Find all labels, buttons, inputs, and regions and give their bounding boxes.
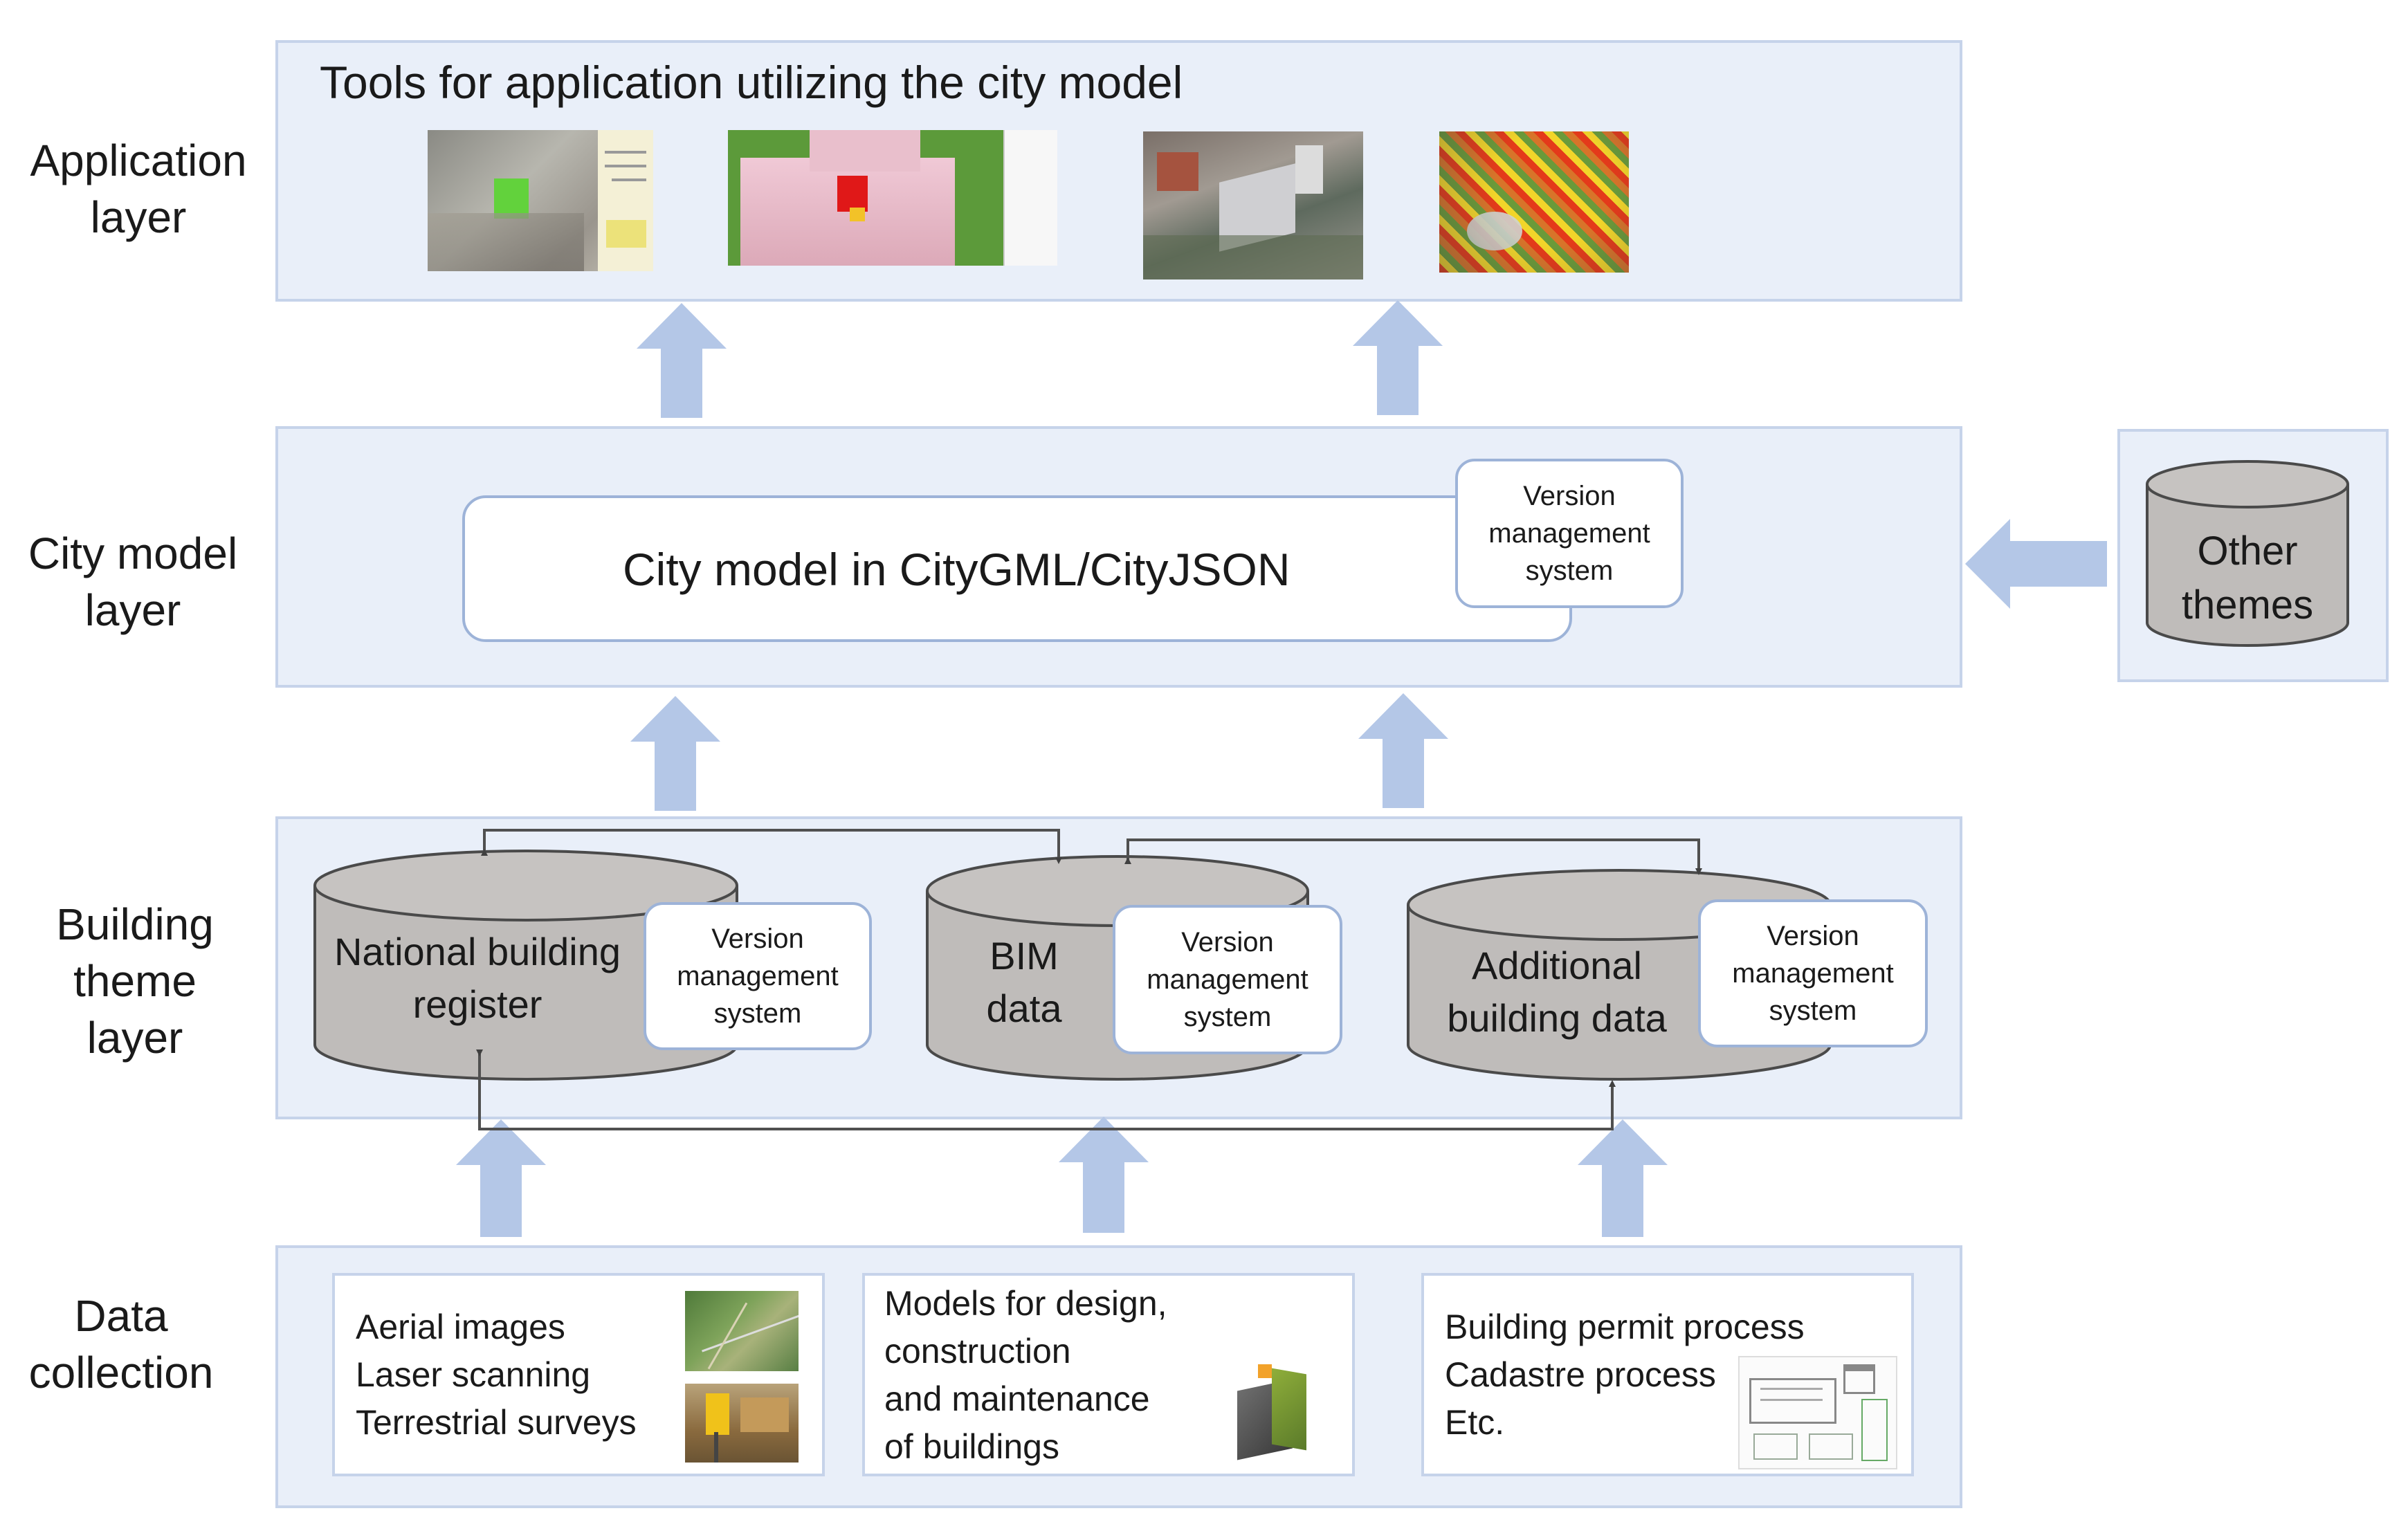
application-title: Tools for application utilizing the city…: [320, 57, 1183, 108]
models-source-box: Models for design, construction and main…: [862, 1273, 1355, 1476]
permits-source-text: Building permit process Cadastre process…: [1445, 1308, 1805, 1442]
aerial-source-box: Aerial images Laser scanning Terrestrial…: [332, 1273, 825, 1476]
app-screenshot-3: [1143, 131, 1363, 279]
national-register-version-management: Version management system: [644, 902, 872, 1050]
other-themes-label: Other themes: [2181, 529, 2314, 628]
city-model-version-management: Version management system: [1455, 459, 1684, 608]
permit-drawing: [1738, 1356, 1897, 1469]
up-arrow: [1578, 1119, 1668, 1237]
additional-data-version-management: Version management system: [1698, 899, 1928, 1047]
permits-source-box: Building permit process Cadastre process…: [1421, 1273, 1914, 1476]
city-model-label: City model in CityGML/CityJSON: [623, 544, 1290, 595]
bim-model-image: [1216, 1357, 1324, 1468]
models-source-text: Models for design, construction and main…: [884, 1284, 1167, 1466]
aerial-source-text: Aerial images Laser scanning Terrestrial…: [356, 1308, 637, 1442]
city-model-box: [462, 495, 1572, 642]
app-screenshot-4: [1439, 131, 1629, 273]
up-arrows: [456, 300, 1668, 1237]
data-collection-layer-label: Data collection: [28, 1291, 214, 1397]
up-arrow: [1353, 300, 1443, 415]
app-screenshot-1: [428, 130, 653, 271]
up-arrow: [630, 696, 720, 811]
bim-data-label: BIM data: [986, 934, 1062, 1030]
up-arrow: [637, 303, 727, 418]
building-theme-layer-label: Building theme layer: [56, 899, 214, 1063]
application-layer-label: Application layer: [30, 136, 247, 242]
city-model-layer-label: City model layer: [28, 529, 238, 635]
bim-version-management: Version management system: [1113, 905, 1342, 1054]
national-building-register-label: National building register: [334, 930, 621, 1026]
aerial-photo: [685, 1291, 799, 1371]
app-screenshot-2: [728, 130, 1057, 266]
survey-photo: [685, 1384, 799, 1463]
up-arrow: [1358, 693, 1448, 808]
left-arrow: [1965, 519, 2107, 609]
up-arrow: [1059, 1117, 1149, 1233]
additional-building-data-label: Additional building data: [1447, 944, 1667, 1040]
connectors: [476, 829, 1702, 1130]
up-arrow: [456, 1119, 546, 1237]
cylinders: [313, 460, 2349, 1081]
